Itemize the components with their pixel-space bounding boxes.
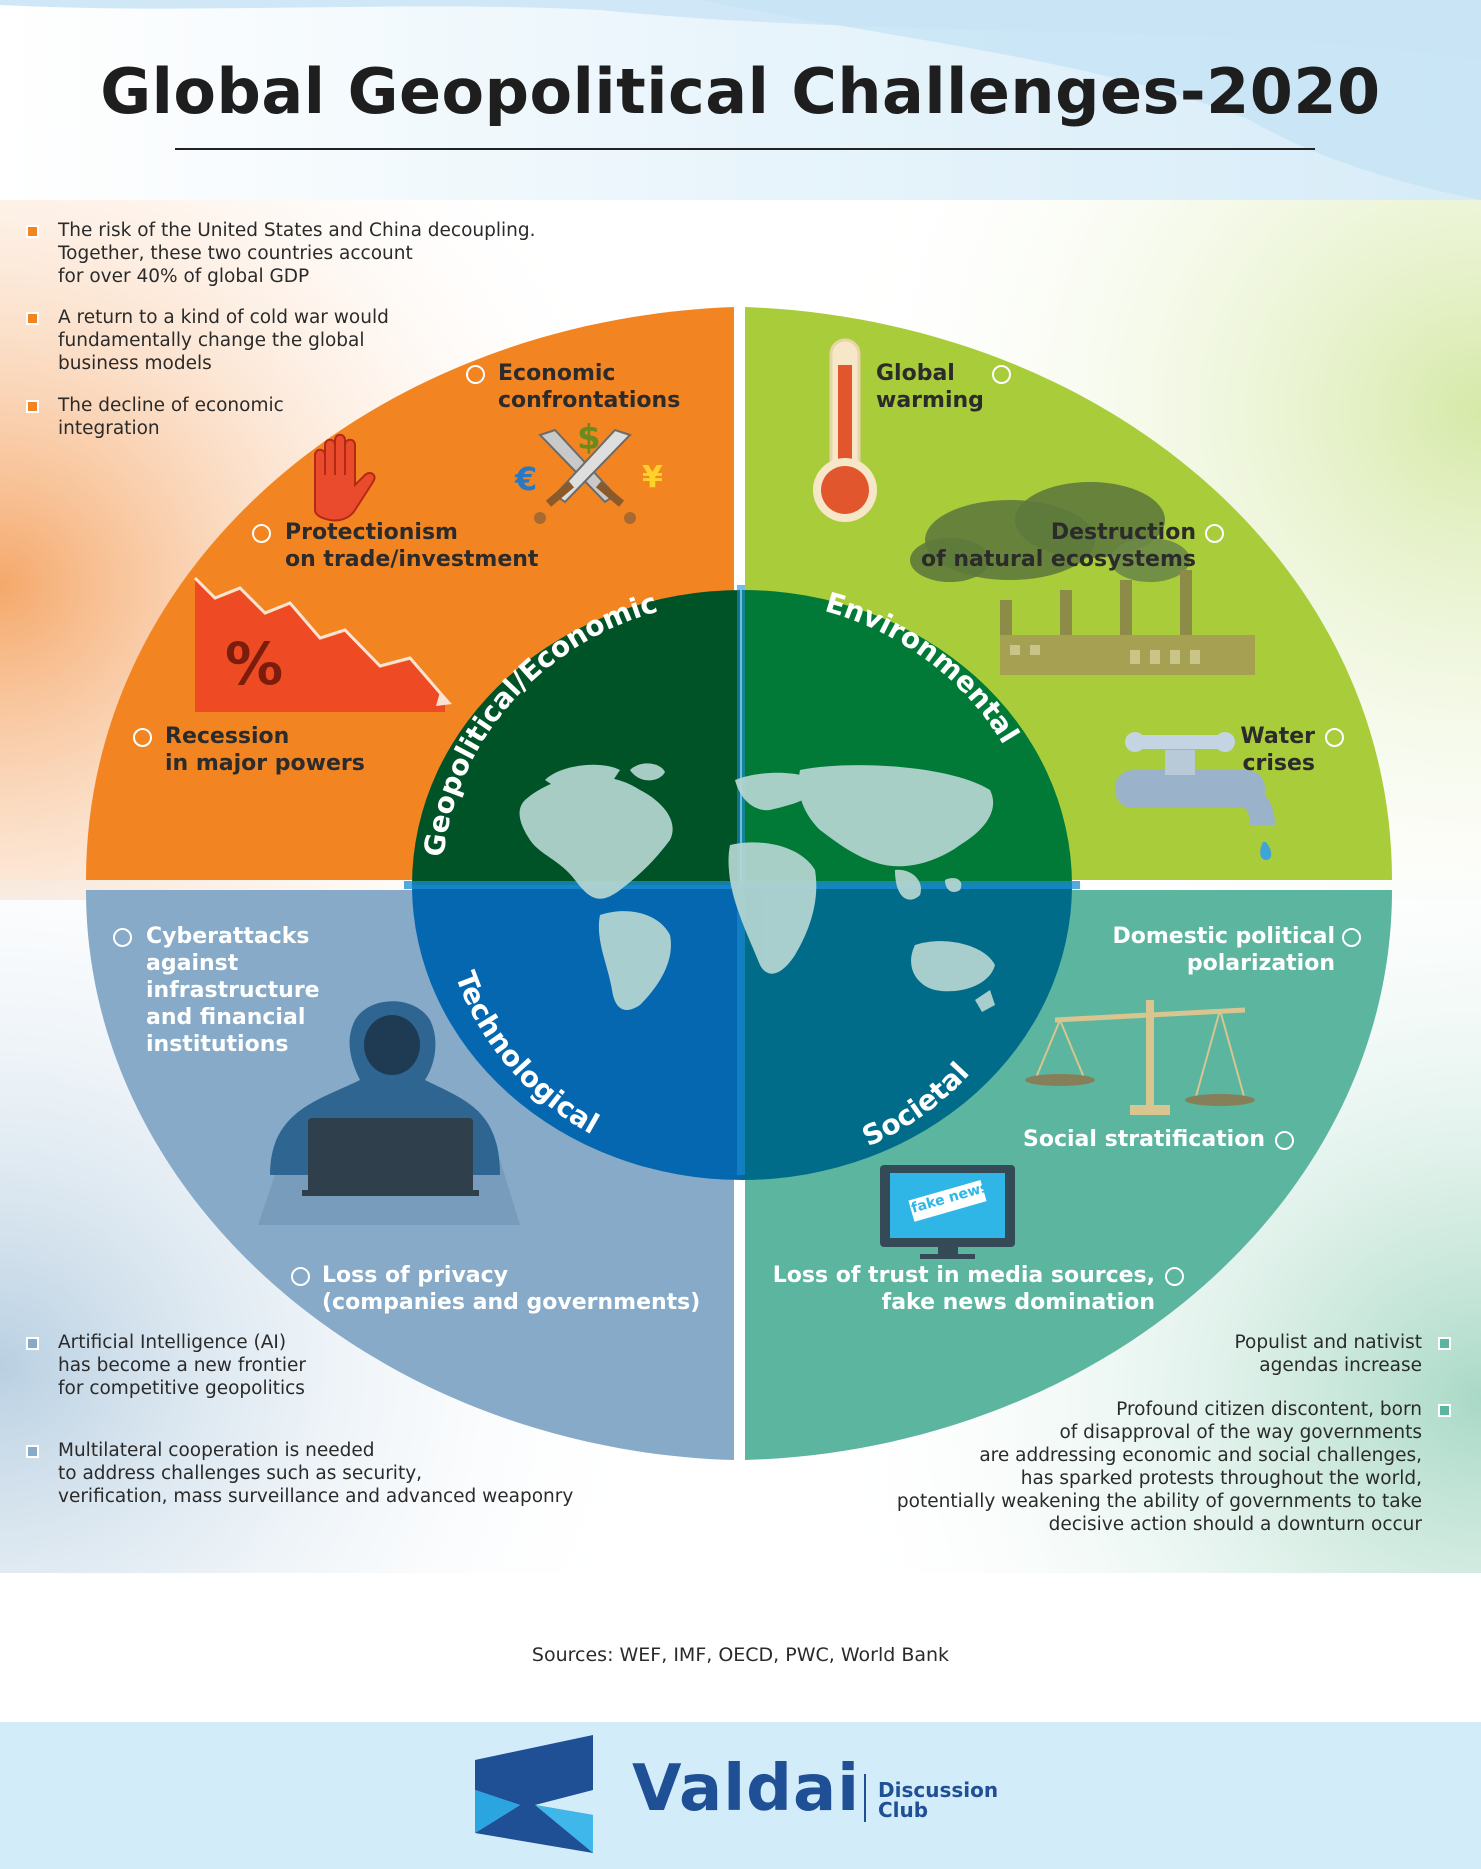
page-title: Global Geopolitical Challenges-2020 <box>100 55 1381 128</box>
label-protectionism: Protectionism on trade/investment <box>285 520 539 572</box>
crossed-swords-icon <box>534 428 636 524</box>
challenge-marker <box>992 365 1011 384</box>
declining-chart-icon <box>193 576 452 712</box>
label-quadrant-environmental: Environmental <box>822 586 1026 749</box>
label-ecosystems: Destruction of natural ecosystems <box>921 520 1196 572</box>
note-top-left-3: The decline of economic integration <box>58 395 284 439</box>
dollar-icon: $ <box>577 418 601 458</box>
note-bullet <box>26 400 39 413</box>
label-cyberattacks: Cyberattacks against infrastructure and … <box>146 924 320 1057</box>
scales-icon <box>1025 1000 1255 1115</box>
challenge-marker <box>1325 728 1344 747</box>
label-quadrant-economic: Geopolitical/Economic <box>417 586 661 858</box>
logo-subtitle: Discussion Club <box>878 1778 999 1822</box>
footer <box>0 1722 1481 1869</box>
label-media-trust: Loss of trust in media sources, fake new… <box>772 1263 1155 1315</box>
label-water: Water crises <box>1240 724 1315 776</box>
challenge-marker <box>291 1267 310 1286</box>
challenge-marker <box>1275 1131 1294 1150</box>
sources-text: Sources: WEF, IMF, OECD, PWC, World Bank <box>531 1644 950 1666</box>
label-stratification: Social stratification <box>1023 1127 1265 1152</box>
label-polarization: Domestic political polarization <box>1112 924 1335 976</box>
challenge-marker <box>113 928 132 947</box>
label-quadrant-societal: Societal <box>857 1056 975 1153</box>
note-bullet <box>26 1445 39 1458</box>
challenge-marker <box>1205 524 1224 543</box>
title-divider <box>175 148 1315 150</box>
stop-hand-icon <box>314 433 376 522</box>
label-global-warming: Global warming <box>876 361 984 413</box>
note-bullet <box>26 312 39 325</box>
euro-icon: € <box>515 460 538 498</box>
percent-icon: % <box>225 630 284 698</box>
label-quadrant-technological: Technological <box>449 967 605 1141</box>
yen-icon: ¥ <box>642 460 663 495</box>
label-privacy: Loss of privacy (companies and governmen… <box>322 1263 701 1315</box>
factory-pollution-icon <box>910 482 1255 675</box>
note-bottom-left-1: Artificial Intelligence (AI) has become … <box>58 1332 306 1399</box>
note-bullet <box>26 225 39 238</box>
note-bottom-right-2: Profound citizen discontent, born of dis… <box>896 1399 1422 1535</box>
note-bullet <box>26 1337 39 1350</box>
note-bottom-left-2: Multilateral cooperation is needed to ad… <box>58 1440 574 1507</box>
challenge-marker <box>466 365 485 384</box>
water-tap-icon <box>1115 732 1275 860</box>
world-map <box>519 763 995 1012</box>
label-recession: Recession in major powers <box>165 724 365 776</box>
logo-divider <box>864 1774 866 1822</box>
logo-name: Valdai <box>632 1752 861 1826</box>
challenge-marker <box>133 728 152 747</box>
note-top-left-1: The risk of the United States and China … <box>58 220 536 287</box>
note-top-left-2: A return to a kind of cold war would fun… <box>58 307 389 374</box>
challenge-marker <box>1342 928 1361 947</box>
challenge-marker <box>252 524 271 543</box>
label-economic-confrontations: Economic confrontations <box>498 361 681 413</box>
challenge-marker <box>1165 1267 1184 1286</box>
thermometer-icon <box>813 338 877 522</box>
fake-news-monitor-icon <box>880 1165 1015 1259</box>
note-bottom-right-1: Populist and nativist agendas increase <box>1234 1332 1422 1376</box>
hacker-icon <box>258 1001 520 1225</box>
valdai-logo-icon <box>475 1735 593 1853</box>
note-bullet <box>1438 1337 1451 1350</box>
note-bullet <box>1438 1404 1451 1417</box>
